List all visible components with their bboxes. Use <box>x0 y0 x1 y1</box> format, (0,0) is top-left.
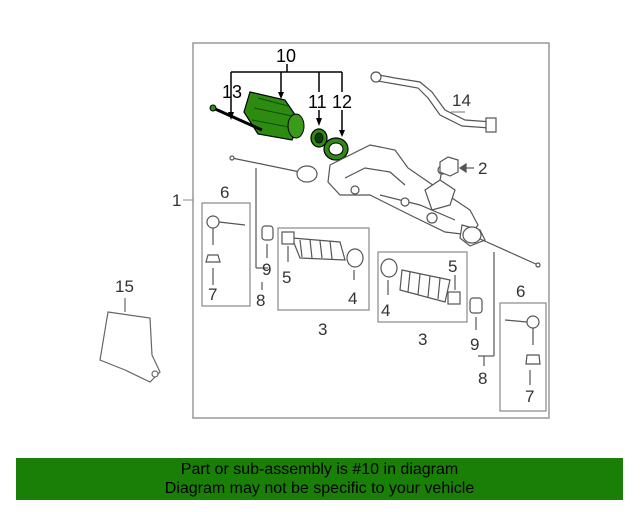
steering-gear-housing <box>327 144 486 247</box>
callout-8-left: 8 <box>256 291 265 310</box>
callout-13: 13 <box>222 82 242 102</box>
boot-kit-box-left <box>277 227 370 311</box>
heat-shield-part-15 <box>99 298 161 383</box>
nut-part-2 <box>439 156 474 177</box>
boot-kit-box-right <box>377 251 468 323</box>
notice-banner: Part or sub-assembly is #10 in diagram D… <box>16 458 623 500</box>
callout-6-right: 6 <box>516 282 525 301</box>
bracket-10 <box>230 64 343 115</box>
callout-5-left: 5 <box>282 268 291 287</box>
callout-14: 14 <box>452 91 471 110</box>
callout-3-right: 3 <box>418 330 427 349</box>
callout-4-right: 4 <box>381 301 390 320</box>
tie-rod-end-right <box>504 315 541 385</box>
bearing-part-11[interactable] <box>310 118 328 148</box>
callout-4-left: 4 <box>348 289 357 308</box>
callout-11: 11 <box>308 92 327 112</box>
banner-line-1: Part or sub-assembly is #10 in diagram <box>180 461 459 478</box>
callout-5-right: 5 <box>448 257 457 276</box>
hose-part-14 <box>370 71 497 133</box>
callout-8-right: 8 <box>478 369 487 388</box>
inner-tie-rod-left <box>229 155 318 183</box>
callout-1: 1 <box>172 191 181 210</box>
callout-15: 15 <box>115 277 134 296</box>
banner-line-2: Diagram may not be specific to your vehi… <box>164 480 475 497</box>
callout-7-left: 7 <box>208 285 217 304</box>
callout-12: 12 <box>332 92 352 112</box>
jam-nut-left <box>255 168 274 290</box>
tie-rod-end-left <box>205 215 246 285</box>
seal-part-12[interactable] <box>318 110 349 161</box>
inner-tie-rod-right <box>462 226 541 268</box>
tie-rod-end-box-right <box>499 302 547 412</box>
boot-right <box>380 258 461 305</box>
callout-3-left: 3 <box>318 320 327 339</box>
motor-assembly-part-10[interactable] <box>209 91 305 141</box>
callout-10: 10 <box>276 46 296 66</box>
diagram-frame <box>192 42 550 419</box>
jam-nut-right <box>469 252 495 366</box>
callout-6-left: 6 <box>220 183 229 202</box>
boot-left <box>281 231 364 280</box>
callout-9-left: 9 <box>262 260 271 279</box>
callout-7-right: 7 <box>525 387 534 406</box>
callout-9-right: 9 <box>470 335 479 354</box>
tie-rod-end-box-left <box>201 202 251 307</box>
callout-2: 2 <box>478 159 487 178</box>
